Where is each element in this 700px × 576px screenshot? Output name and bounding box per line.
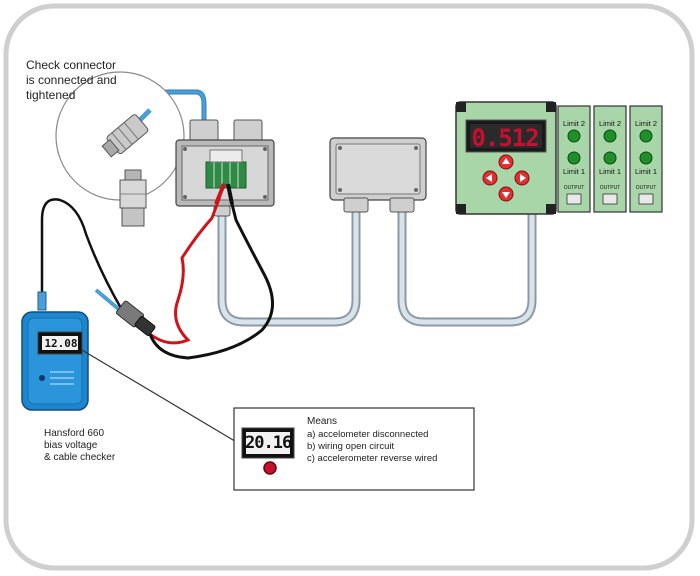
callout-line-3: tightened [26,88,76,102]
checker-caption: Hansford 660 bias voltage & cable checke… [44,428,154,464]
checker-caption-line-3: & cable checker [44,452,116,463]
module-2-limit2-label: Limit 2 [598,119,622,128]
handheld-checker [21,311,89,411]
limit-modules [557,105,663,213]
module-2-output-label: OUTPUT [599,185,621,191]
module-3-limit1-label: Limit 1 [634,167,658,176]
means-box [233,407,475,491]
red-probe-lead [149,195,222,345]
checker-caption-line-2: bias voltage [44,440,98,451]
means-item-c: c) accelerometer reverse wired [307,453,438,464]
module-1-output-label: OUTPUT [563,185,585,191]
junction-box-2 [329,137,427,213]
means-item-a: a) accelometer disconnected [307,429,429,440]
probe-adapter [94,288,156,336]
controller-readout: 0.512 [471,124,539,152]
means-item-b: b) wiring open circuit [307,441,395,452]
checker-plug-top [37,291,47,311]
callout-line-2: is connected and [26,73,117,87]
conduit-cables [217,203,537,327]
accelerometer-sensor [119,169,147,227]
means-title: Means [307,416,338,427]
checker-lead-cable [40,198,124,311]
module-3-output-label: OUTPUT [635,185,657,191]
black-probe-lead [148,195,274,360]
connector-callout-text: Check connector is connected and tighten… [26,58,146,103]
checker-readout: 12.08 [44,337,78,350]
module-1-limit1-label: Limit 1 [562,167,586,176]
callout-line-1: Check connector [26,58,117,72]
module-1-limit2-label: Limit 2 [562,119,586,128]
module-2-limit1-label: Limit 1 [598,167,622,176]
checker-caption-line-1: Hansford 660 [44,428,105,439]
junction-box-terminals [175,119,275,217]
means-readout: 20.16 [245,433,292,453]
accelerometer-connector [101,108,152,158]
controller-display-unit [455,101,557,215]
module-3-limit2-label: Limit 2 [634,119,658,128]
red-indicator-led [263,461,277,475]
